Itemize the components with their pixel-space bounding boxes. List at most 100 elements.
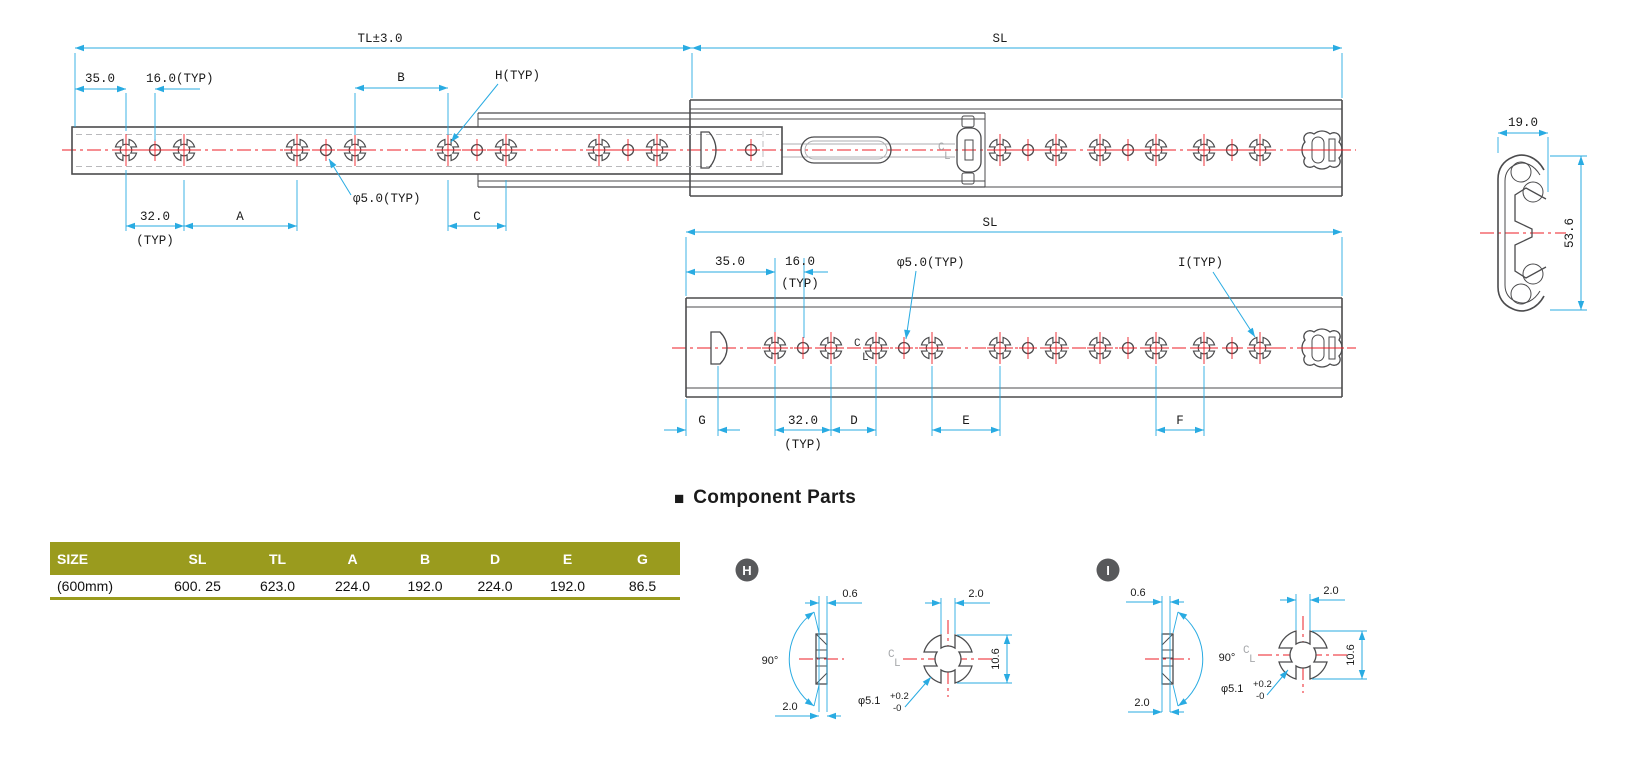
dim-label-hole-dia: φ5.1	[858, 695, 880, 707]
badge-h-label: H	[742, 563, 751, 578]
round-hole	[1118, 138, 1138, 162]
badge-i-label: I	[1106, 563, 1110, 578]
dim-label-tol-minus: -0	[893, 703, 901, 714]
leader-hole-dia	[328, 158, 352, 196]
dim-label-f: F	[1176, 414, 1184, 428]
cell-sl: 600. 25	[174, 578, 221, 594]
dim-label-32: 32.0	[788, 414, 818, 428]
col-header-tl: TL	[268, 550, 287, 567]
clover-hole	[1191, 134, 1217, 166]
dim-label-35: 35.0	[85, 72, 115, 86]
col-header-size: SIZE	[57, 550, 89, 567]
cell-a: 224.0	[334, 578, 371, 594]
col-header-e: E	[562, 550, 573, 567]
clover-hole	[644, 134, 670, 166]
dim-label-typ: (TYP)	[784, 438, 822, 452]
dim-label-16: 16.0	[785, 255, 815, 269]
top-view-drawing: C L	[62, 32, 1356, 248]
ball-bearing	[1522, 263, 1544, 285]
dim-label-16typ: 16.0(TYP)	[146, 72, 214, 86]
leader-hole-dia	[904, 676, 932, 708]
slide-slot	[800, 136, 892, 164]
round-hole	[316, 138, 336, 162]
dim-label-e: E	[962, 414, 970, 428]
centerline-symbol: L	[862, 352, 869, 364]
clover-hole	[987, 332, 1013, 364]
round-hole	[467, 138, 487, 162]
size-table: SIZE SL TL A B D E G (600mm) 600. 25 623…	[50, 542, 680, 600]
clover-hole	[342, 134, 368, 166]
clover-hole	[171, 134, 197, 166]
dim-label-d: D	[850, 414, 858, 428]
centerline-symbol: L	[894, 658, 901, 670]
col-header-sl: SL	[188, 550, 207, 567]
leader-hole-dia	[904, 270, 917, 340]
centerline-symbol: L	[1249, 654, 1256, 666]
rail-body	[685, 297, 1343, 398]
slide-slot-inner	[804, 140, 888, 160]
ball-bearing	[1510, 283, 1532, 305]
clover-hole	[987, 134, 1013, 166]
dim-label-g: G	[698, 414, 706, 428]
clover-hole	[919, 332, 945, 364]
inner-member	[71, 126, 783, 175]
dim-label-typ: (TYP)	[136, 234, 174, 248]
centerline-symbol: C	[1243, 645, 1250, 657]
clover-hole	[493, 134, 519, 166]
dim-label-angle: 90°	[762, 655, 779, 667]
dim-label-c: C	[473, 210, 481, 224]
label-i-typ: I(TYP)	[1178, 256, 1223, 270]
dim-label-tol-minus: -0	[1256, 691, 1264, 702]
dim-label-b: B	[397, 71, 405, 85]
inner-profile-web	[1514, 187, 1547, 279]
badge-i	[1096, 558, 1120, 582]
dim-label-height: 10.6	[990, 648, 1002, 669]
h-front-view: C L 2.0 10.6 φ5.1 +0.2 -0	[858, 588, 1012, 714]
dim-label-sl: SL	[982, 216, 997, 230]
table-row: (600mm) 600. 25 623.0 224.0 192.0 224.0 …	[50, 575, 680, 597]
keyhole-slot	[1299, 328, 1345, 368]
dim-label-width-bottom: 2.0	[1134, 697, 1149, 709]
round-hole	[793, 336, 813, 360]
dim-label-tol-plus: +0.2	[890, 691, 909, 702]
clover-hole	[1087, 332, 1113, 364]
clover-hole	[818, 332, 844, 364]
heading-text: Component Parts	[693, 487, 857, 508]
dim-label-height: 53.6	[1563, 218, 1577, 248]
centerline-symbol: C	[854, 338, 861, 350]
square-bullet-icon: ■	[674, 488, 685, 508]
badge-h	[735, 558, 759, 582]
cell-d: 224.0	[477, 578, 513, 594]
keyhole-slot	[1299, 130, 1345, 170]
leader-hole-dia	[1266, 669, 1289, 696]
dim-label-thickness: 0.6	[1130, 587, 1145, 599]
clover-hole	[435, 134, 461, 166]
centerline-symbol: L	[944, 151, 951, 163]
component-i-detail: I 0.6 2.0 90°	[1096, 558, 1367, 716]
label-h-typ: H(TYP)	[495, 69, 540, 83]
end-stop-bumper	[700, 131, 717, 169]
angle-arc	[1177, 611, 1204, 707]
dim-label-width: 19.0	[1508, 116, 1538, 130]
cell-g: 86.5	[628, 578, 657, 594]
bottom-view-drawing: C L SL 35.0 16.0 (TYP) φ5.0(TYP) I(TYP)	[664, 216, 1356, 452]
clover-hole	[1191, 332, 1217, 364]
outer-profile	[1497, 154, 1545, 312]
round-hole	[1222, 336, 1242, 360]
round-hole	[618, 138, 638, 162]
round-hole	[894, 336, 914, 360]
cell-size: (600mm)	[57, 578, 114, 594]
dim-label-width-bottom: 2.0	[782, 701, 797, 713]
col-header-d: D	[489, 550, 501, 567]
dim-label-thickness: 0.6	[842, 588, 857, 600]
col-header-a: A	[347, 550, 358, 567]
dim-label-typ: (TYP)	[781, 277, 819, 291]
clover-hole	[1247, 332, 1273, 364]
ball-bearing	[1510, 161, 1532, 183]
i-front-view: C L 2.0 10.6 φ5.1 +0.2 -0	[1221, 585, 1367, 702]
leader-i	[1212, 271, 1256, 338]
leader-h	[450, 83, 499, 143]
round-hole	[1222, 138, 1242, 162]
round-hole	[741, 138, 761, 162]
